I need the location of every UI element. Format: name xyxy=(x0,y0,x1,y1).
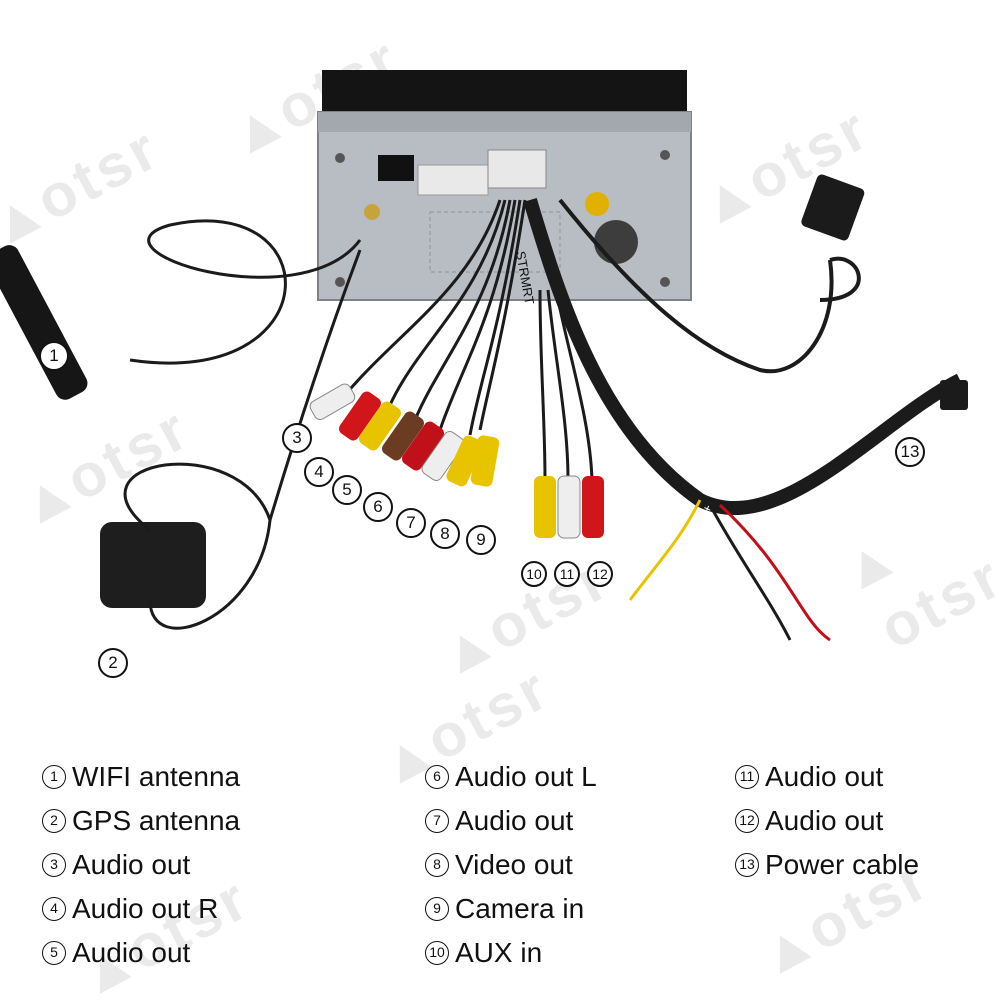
callout-6: 6 xyxy=(363,492,393,522)
callout-7: 7 xyxy=(396,508,426,538)
callout-11: 11 xyxy=(554,561,580,587)
power-harness xyxy=(523,197,964,642)
callout-1: 1 xyxy=(39,341,69,371)
callout-9: 9 xyxy=(466,525,496,555)
rca-plugs-middle xyxy=(534,475,604,539)
harness-module xyxy=(801,174,865,241)
callout-5: 5 xyxy=(332,475,362,505)
callout-13: 13 xyxy=(895,437,925,467)
power-tag: B+ xyxy=(695,502,715,523)
product-photo: B+ STRMRT xyxy=(0,70,968,642)
callout-4: 4 xyxy=(304,457,334,487)
rca-bundle-left xyxy=(343,199,527,436)
rca-plugs-left xyxy=(309,383,500,487)
wifi-antenna xyxy=(0,219,362,400)
callout-12: 12 xyxy=(587,561,613,587)
callout-3: 3 xyxy=(282,423,312,453)
callout-8: 8 xyxy=(430,519,460,549)
gps-antenna xyxy=(100,249,362,630)
harness-connector xyxy=(940,380,968,410)
callout-10: 10 xyxy=(521,561,547,587)
head-unit xyxy=(317,70,692,301)
callout-2: 2 xyxy=(98,648,128,678)
